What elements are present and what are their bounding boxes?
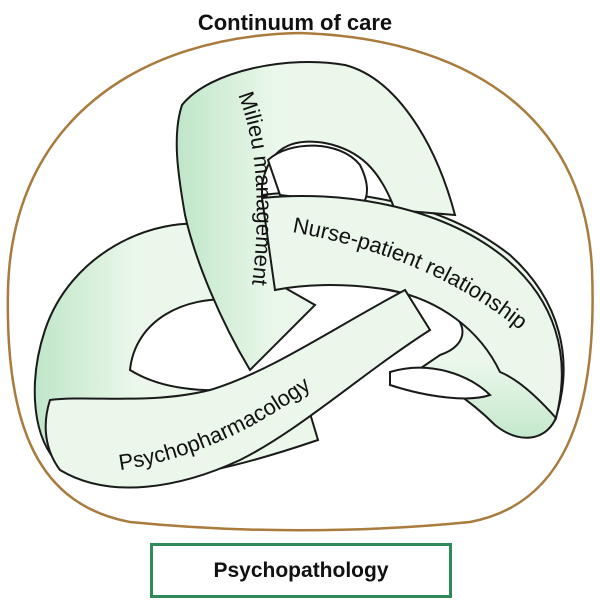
- psychopathology-box: Psychopathology: [150, 543, 452, 598]
- psychopathology-label: Psychopathology: [213, 559, 388, 583]
- diagram-title: Continuum of care: [198, 10, 392, 35]
